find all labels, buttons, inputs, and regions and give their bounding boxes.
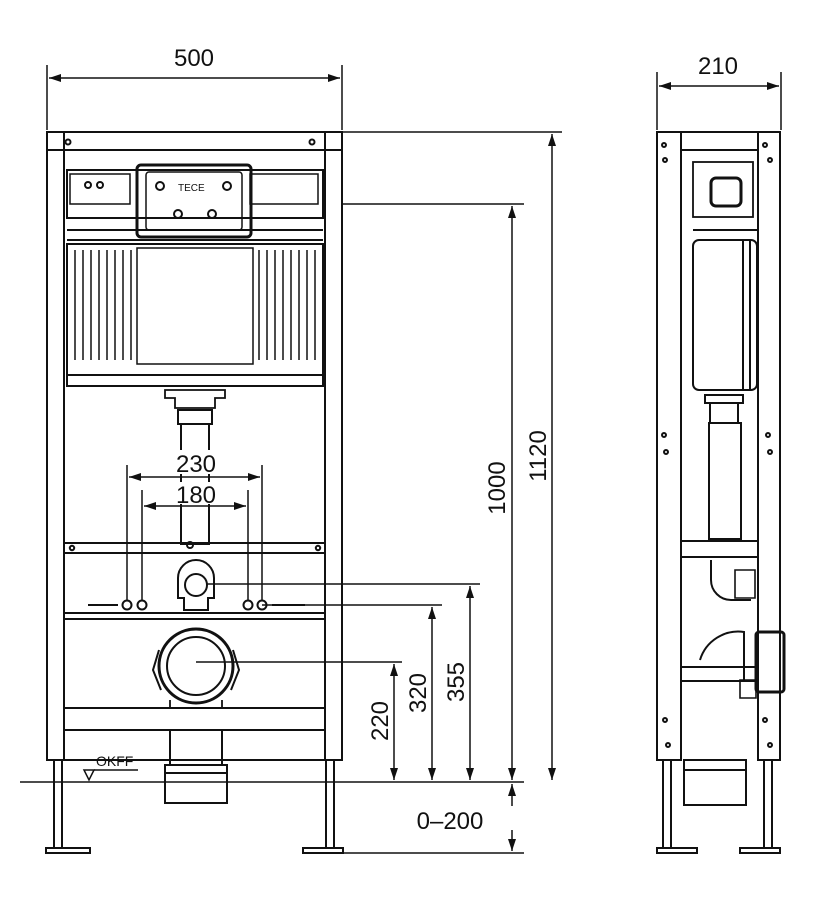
- side-drain-pipe: [683, 759, 747, 806]
- frame-outline: [46, 131, 343, 761]
- depth-dimension: [656, 72, 782, 130]
- depth-label: 210: [698, 53, 738, 80]
- side-cistern: [692, 161, 758, 424]
- height-actuator-label: 1000: [484, 461, 511, 514]
- water-supply-connection: [177, 559, 215, 611]
- height-outlet-center-label: 220: [367, 701, 394, 741]
- floor-marker-label: OKFF: [96, 753, 133, 769]
- cistern: [66, 169, 324, 387]
- brand-label: TECE: [178, 183, 205, 194]
- foot-adjust-label: 0–200: [417, 808, 484, 835]
- actuator-plate: [135, 163, 253, 239]
- height-supply-label: 355: [443, 662, 470, 702]
- side-view: [656, 131, 786, 854]
- height-total-label: 1120: [525, 430, 552, 482]
- outlet-connection: [151, 627, 241, 709]
- width-dimension: [46, 65, 343, 130]
- front-view: TECE: [20, 131, 524, 854]
- side-supply-bend: [710, 560, 751, 601]
- width-label: 500: [174, 45, 214, 72]
- side-frame-columns: [656, 131, 781, 761]
- side-flush-pipe: [708, 422, 742, 540]
- side-outlet-bend: [699, 630, 745, 682]
- floor-level-symbol: [82, 769, 96, 782]
- pitch-inner-label: 180: [176, 482, 216, 509]
- height-outlet-upper-label: 320: [405, 673, 432, 713]
- height-dimensions: [196, 131, 562, 854]
- pitch-outer-label: 230: [176, 451, 216, 478]
- drain-pipe: [164, 729, 228, 804]
- pitch-dimensions: [126, 465, 263, 600]
